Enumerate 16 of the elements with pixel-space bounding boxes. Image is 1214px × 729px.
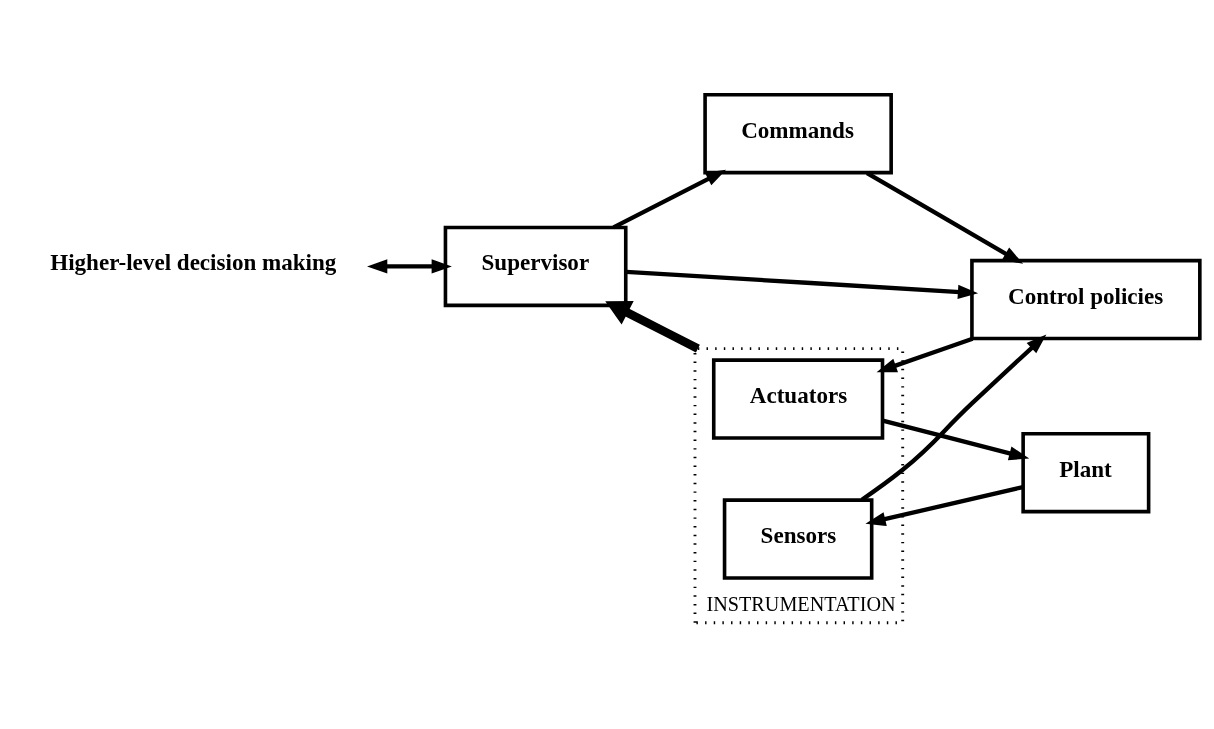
node-box: Commands xyxy=(703,92,893,175)
arrow xyxy=(367,259,452,274)
arrow xyxy=(866,171,1024,264)
node-text: Higher-level decision making xyxy=(50,249,337,276)
node-box: Actuators xyxy=(711,358,885,440)
arrow xyxy=(612,169,727,230)
arrow xyxy=(882,418,1030,461)
arrow xyxy=(860,334,1047,502)
arrow xyxy=(876,336,974,373)
node-box: Control policies xyxy=(970,258,1202,341)
node-box: Sensors xyxy=(722,498,874,580)
arrow xyxy=(626,269,979,299)
arrow xyxy=(605,300,700,353)
node-box: Plant xyxy=(1021,431,1151,514)
arrow xyxy=(865,484,1024,526)
node-box: Supervisor xyxy=(443,225,628,308)
